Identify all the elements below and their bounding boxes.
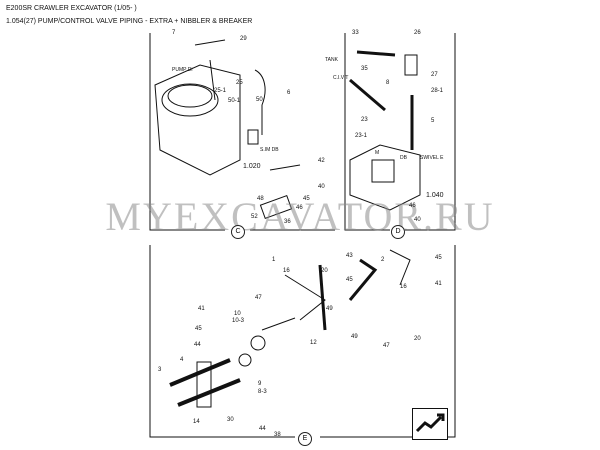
callout-d-5: 5 [431,118,435,124]
pipe-3 [169,358,231,387]
callout-c-42: 42 [318,158,325,164]
section-c-frame-left [149,33,225,231]
callout-c-6: 6 [287,90,291,96]
callout-e-44-b: 44 [259,426,266,432]
control-valve-port [371,159,395,183]
callout-c-40: 40 [318,184,325,190]
label-civ: C.I.V T [333,75,349,81]
callout-e-45-c: 45 [435,255,442,261]
section-d-frame-left [344,33,390,231]
callout-e-49-b: 49 [351,334,358,340]
callout-c-7: 7 [172,30,176,36]
label-swivel: SWIVEL E [420,155,444,161]
callout-e-38: 38 [274,432,281,438]
callout-d-26: 26 [414,30,421,36]
pipe-4 [177,378,241,407]
ref-1-020: 1.020 [243,163,261,170]
callout-e-16-b: 16 [400,284,407,290]
fitting-50 [247,129,259,145]
section-marker-e: E [298,432,312,446]
callout-e-45-b: 45 [195,326,202,332]
callout-e-4: 4 [180,357,184,363]
ref-1-040: 1.040 [426,192,444,199]
hose-25 [209,59,216,101]
callout-e-8-3: 8-3 [258,389,267,395]
callout-d-8: 8 [386,80,390,86]
callout-d-33: 33 [352,30,359,36]
callout-c-50-1: 50-1 [228,98,241,104]
clamp-9 [238,353,252,367]
callout-c-48: 48 [257,196,264,202]
callout-c-36: 36 [284,219,291,225]
callout-d-35: 35 [361,66,368,72]
fitting-12 [261,317,296,331]
pump-cover-inner [167,84,213,108]
hose-33 [356,50,396,57]
navigation-arrow-icon [412,408,448,440]
plate-14 [196,361,212,408]
section-marker-c: C [231,225,245,239]
label-tank: TANK [325,57,338,63]
callout-e-10-3: 10-3 [232,318,245,324]
bolt-row-42 [269,164,301,171]
callout-e-16: 16 [283,268,290,274]
callout-c-46: 46 [296,205,303,211]
callout-d-27: 27 [431,72,438,78]
elbow-fitting-29 [194,39,226,46]
callout-e-14: 14 [193,419,200,425]
callout-c-52: 52 [251,214,258,220]
callout-c-25-1: 25-1 [214,88,227,94]
section-e-frame-right [320,245,456,438]
callout-d-23-1: 23-1 [355,133,368,139]
section-marker-d: D [391,225,405,239]
bracket-16 [284,274,326,321]
label-db: DB [400,155,407,161]
callout-e-2: 2 [381,257,385,263]
callout-e-20-b: 20 [414,336,421,342]
callout-e-43: 43 [346,253,353,259]
hose-35 [349,78,386,112]
callout-c-25: 25 [236,80,243,86]
callout-e-41: 41 [198,306,205,312]
bracket-16-right [389,249,411,286]
section-d-frame-right [405,33,456,231]
callout-e-9: 9 [258,381,262,387]
page-title: E200SR CRAWLER EXCAVATOR (1/05- ) [6,5,137,12]
callout-e-49: 49 [326,306,333,312]
pipe-2 [318,264,327,331]
callout-e-20: 20 [321,268,328,274]
pipe-1 [348,258,378,301]
callout-e-41-b: 41 [435,281,442,287]
callout-e-30: 30 [227,417,234,423]
page-subtitle: 1.054(27) PUMP/CONTROL VALVE PIPING - EX… [6,18,253,25]
label-m: M [375,150,380,156]
callout-e-12: 12 [310,340,317,346]
callout-c-45: 45 [303,196,310,202]
label-pump-di: PUMP Di [172,67,193,73]
clamp-block-52 [259,194,293,220]
hose-6 [254,69,266,135]
callout-e-47-b: 47 [383,343,390,349]
label-sim-db: S.IM DB [260,147,279,153]
section-e-frame-left [149,245,295,438]
callout-c-50: 50 [256,97,263,103]
callout-e-1: 1 [272,257,276,263]
callout-d-40: 40 [414,217,421,223]
callout-e-44-a: 44 [194,342,201,348]
callout-c-29: 29 [240,36,247,42]
callout-e-3: 3 [158,367,162,373]
pump-housing [154,64,241,176]
control-valve-block [349,144,421,211]
pump-cover [161,83,219,117]
callout-d-23: 23 [361,117,368,123]
callout-d-28-1: 28-1 [431,88,444,94]
callout-e-10: 10 [234,311,241,317]
callout-e-45-a: 45 [346,277,353,283]
callout-e-47: 47 [255,295,262,301]
fitting-26 [404,54,418,76]
callout-d-46: 46 [409,203,416,209]
clamp-10 [250,335,266,351]
